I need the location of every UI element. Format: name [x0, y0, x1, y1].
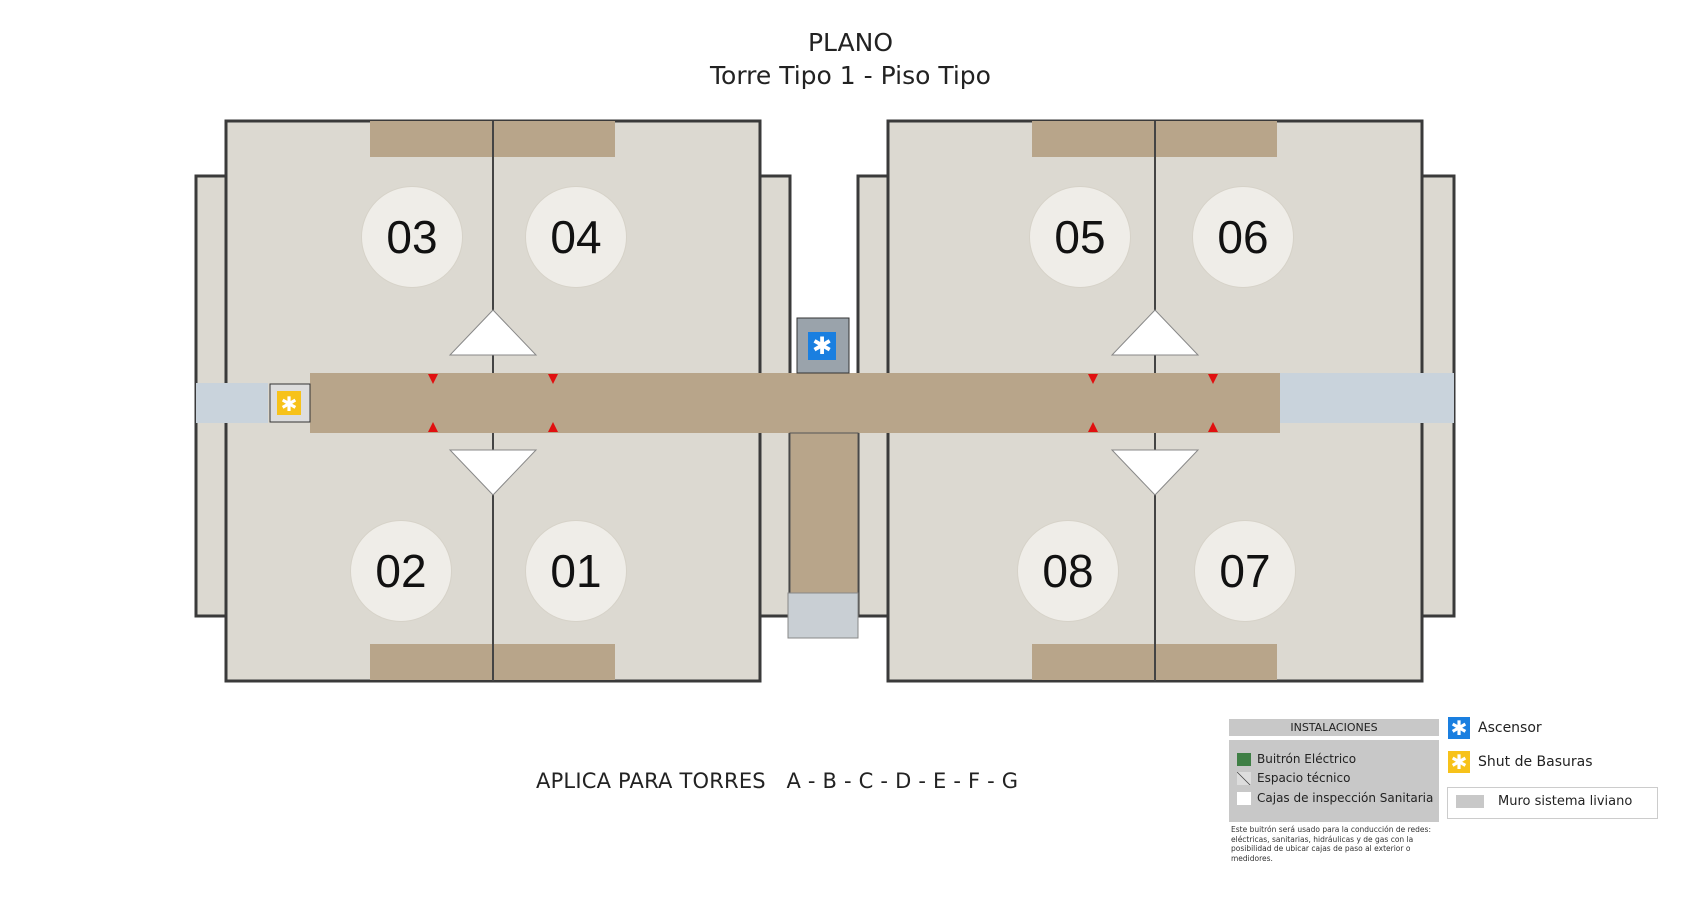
legend-item-espacio: Espacio técnico: [1237, 771, 1350, 785]
legend-label: Buitrón Eléctrico: [1257, 752, 1357, 766]
legend-ascensor: ✱ Ascensor: [1448, 716, 1542, 740]
unit-05: 05: [1029, 186, 1131, 288]
stair-landing: [787, 592, 859, 639]
legend-label: Shut de Basuras: [1478, 754, 1593, 770]
white-swatch-icon: [1237, 791, 1251, 805]
legend-muro: Muro sistema liviano: [1447, 787, 1658, 819]
legend-label: Muro sistema liviano: [1498, 794, 1633, 809]
svg-text:✱: ✱: [812, 332, 832, 360]
elevator-legend-icon: ✱: [1448, 716, 1470, 740]
unit-06: 06: [1192, 186, 1294, 288]
unit-04: 04: [525, 186, 627, 288]
applies-to-towers: APLICA PARA TORRES A - B - C - D - E - F…: [536, 769, 1019, 793]
unit-08: 08: [1017, 520, 1119, 622]
unit-07: 07: [1194, 520, 1296, 622]
corridor: [310, 373, 1280, 433]
title: PLANO: [807, 28, 894, 57]
legend-label: Cajas de inspección Sanitaria: [1257, 791, 1434, 805]
legend-shut: ✱ Shut de Basuras: [1448, 750, 1593, 774]
plan-title: PLANO Torre Tipo 1 - Piso Tipo: [0, 26, 1701, 92]
trash-chute-icon: ✱: [269, 383, 311, 423]
hatch-swatch-icon: [1237, 771, 1251, 785]
legend-note: Este buitrón será usado para la conducci…: [1231, 825, 1431, 863]
elevator-icon: ✱: [796, 317, 850, 374]
green-swatch-icon: [1237, 752, 1251, 766]
legend-item-buitron: Buitrón Eléctrico: [1237, 752, 1356, 766]
installations-legend: Buitrón Eléctrico Espacio técnico Cajas …: [1229, 740, 1439, 822]
door-markers: [428, 374, 1218, 432]
trash-chute-legend-icon: ✱: [1448, 750, 1470, 774]
legend-label: Espacio técnico: [1257, 771, 1351, 785]
gray-swatch-icon: [1456, 795, 1484, 808]
stair-core: [789, 432, 859, 594]
installations-title: INSTALACIONES: [1229, 719, 1439, 736]
unit-02: 02: [350, 520, 452, 622]
walkway-right: [1280, 373, 1454, 423]
subtitle: Torre Tipo 1 - Piso Tipo: [710, 61, 991, 90]
legend-item-cajas: Cajas de inspección Sanitaria: [1237, 791, 1433, 805]
unit-01: 01: [525, 520, 627, 622]
legend-label: Ascensor: [1478, 720, 1542, 736]
svg-text:✱: ✱: [281, 392, 298, 416]
unit-03: 03: [361, 186, 463, 288]
walkway-left: [196, 383, 268, 423]
